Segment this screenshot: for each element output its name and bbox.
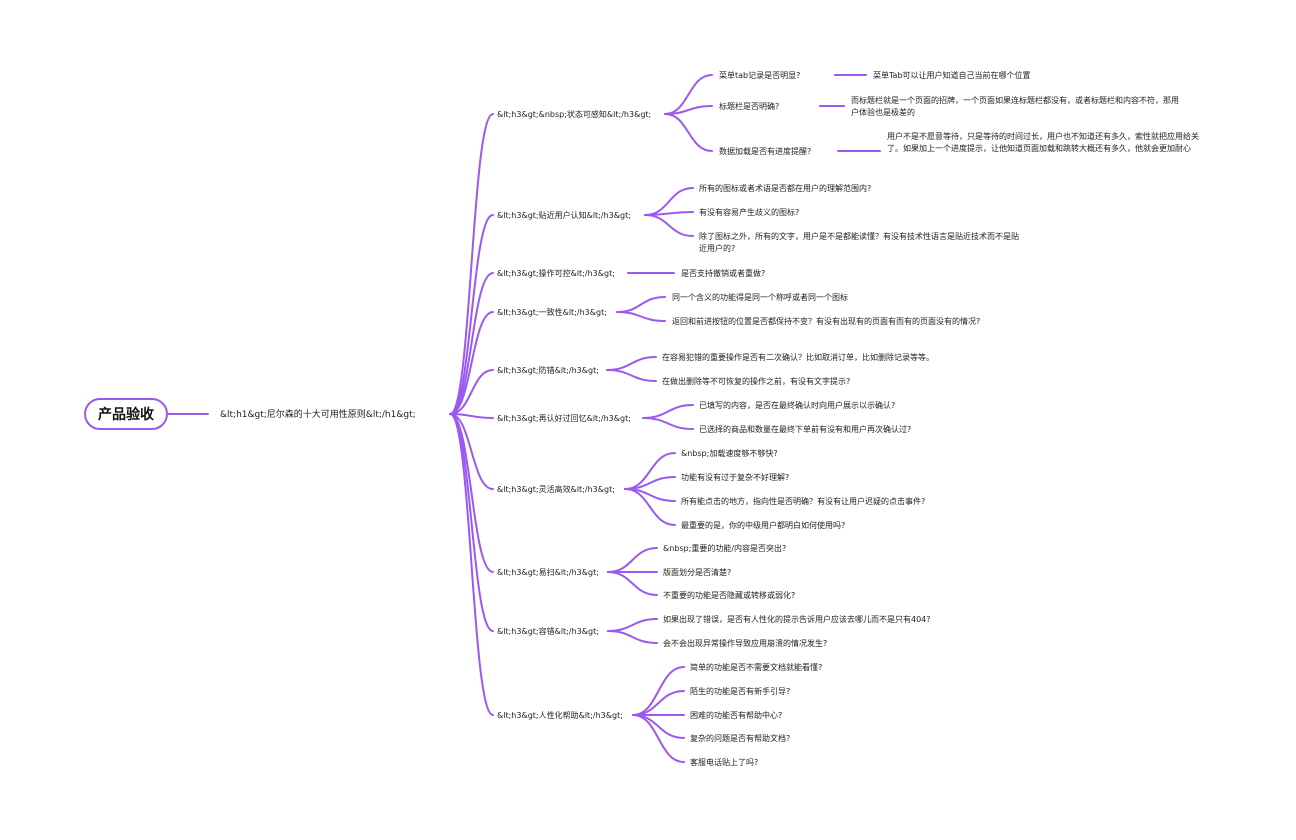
leaf-node[interactable]: 标题栏是否明确? [719,102,780,111]
leaf-node[interactable]: 在容易犯错的重要操作是否有二次确认？比如取消订单，比如删除记录等等。 [662,353,934,362]
child-connector [607,618,658,632]
hub-connector [449,272,494,415]
leaf-node[interactable]: 在做出删除等不可恢复的操作之前，有没有文字提示? [662,377,851,386]
branch-node[interactable]: &lt;h3&gt;操作可控&lt;/h3&gt; [497,269,615,278]
child-connector [664,105,713,115]
branch-node[interactable]: &lt;h3&gt;易扫&lt;/h3&gt; [497,568,599,577]
branch-node[interactable]: &lt;h3&gt;容错&lt;/h3&gt; [497,627,599,636]
leaf-node[interactable]: 已填写的内容，是否在最终确认时向用户展示以示确认? [699,401,896,410]
branch-node[interactable]: &lt;h3&gt;再认好过回忆&lt;/h3&gt; [497,414,631,423]
child-connector [616,296,666,313]
hub-connector [449,311,494,415]
child-connector [642,404,694,419]
branch-node[interactable]: &lt;h3&gt;灵活高效&lt;/h3&gt; [497,485,615,494]
child-connector [606,369,657,382]
leaf-node[interactable]: 菜单tab记录是否明显? [719,71,801,80]
leaf-node[interactable]: 版面划分是否清楚? [663,568,732,577]
hub-connector [449,214,494,415]
leaf-node[interactable]: 是否支持撤销或者重做? [681,269,766,278]
branch-node[interactable]: &lt;h3&gt;防错&lt;/h3&gt; [497,366,599,375]
hub-connector [449,413,494,419]
hub-connector [449,413,494,716]
hub-connector [449,413,494,490]
leaf-node[interactable]: 返回和前进按钮的位置是否都保持不变？有没有出现有的页面有而有的页面没有的情况? [672,317,981,326]
child-connector [632,690,685,716]
leaf-node[interactable]: 所有能点击的地方，指向性是否明确？有没有让用户迟疑的点击事件? [681,497,926,506]
child-connector [644,187,694,216]
leaf-node[interactable]: 所有的图标或者术语是否都在用户的理解范围内? [699,184,872,193]
child-connector [642,417,694,430]
child-connector [644,214,694,237]
hub-connector [449,369,494,415]
branch-node[interactable]: &lt;h3&gt;贴近用户认知&lt;/h3&gt; [497,211,631,220]
leaf-node[interactable]: 客服电话贴上了吗? [690,758,759,767]
child-connector [624,488,676,526]
hub-connector [449,413,494,632]
child-connector [664,74,713,115]
leaf-node[interactable]: 同一个含义的功能得是同一个称呼或者同一个图标 [672,293,848,302]
leaf-node[interactable]: 不重要的功能是否隐藏或转移或弱化? [663,591,796,600]
leaf-node[interactable]: 困难的功能否有帮助中心? [690,711,783,720]
leaf-node[interactable]: 功能有没有过于复杂不好理解? [681,473,790,482]
branch-node[interactable]: &lt;h3&gt;一致性&lt;/h3&gt; [497,308,607,317]
leaf-node[interactable]: 简单的功能是否不需要文档就能看懂? [690,663,823,672]
leaf-node[interactable]: &nbsp;重要的功能/内容是否突出? [663,544,787,553]
root-node[interactable]: 产品验收 [84,398,168,430]
child-connector [607,547,658,573]
child-connector [606,356,657,371]
hub-connector [449,413,494,573]
leaf-node[interactable]: 如果出现了错误，是否有人性化的提示告诉用户应该去哪儿而不是只有404? [663,615,931,624]
leaf-node[interactable]: 除了图标之外，所有的文字，用户是不是都能读懂？有没有技术性语言是贴近技术而不是贴… [699,232,1019,253]
hub-connector [449,113,494,415]
leaf-node[interactable]: 数据加载是否有进度提醒? [719,147,812,156]
h1-node[interactable]: &lt;h1&gt;尼尔森的十大可用性原则&lt;/h1&gt; [220,410,416,420]
leaf-node[interactable]: 最重要的是，你的中级用户都明白如何使用吗? [681,521,846,530]
child-connector [607,630,658,644]
leaf-node[interactable]: 会不会出现异常操作导致应用崩溃的情况发生? [663,639,828,648]
branch-node[interactable]: &lt;h3&gt;人性化帮助&lt;/h3&gt; [497,711,623,720]
child-connector [616,311,666,322]
child-connector [607,571,658,596]
leaf-node[interactable]: 陌生的功能是否有新手引导? [690,687,791,696]
leaf-node[interactable]: &nbsp;加载速度够不够快? [681,449,778,458]
leaf-note: 而标题栏就是一个页面的招牌，一个页面如果连标题栏都没有，或者标题栏和内容不符，那… [851,96,1179,117]
child-connector [632,714,685,739]
leaf-note: 菜单Tab可以让用户知道自己当前在哪个位置 [873,71,1031,80]
child-connector [632,714,685,763]
leaf-note: 用户不是不愿意等待，只是等待的时间过长，用户也不知道还有多久，索性就把应用给关了… [887,132,1199,153]
leaf-node[interactable]: 有没有容易产生歧义的图标? [699,208,800,217]
leaf-node[interactable]: 复杂的问题是否有帮助文档? [690,734,791,743]
child-connector [664,113,713,152]
leaf-node[interactable]: 已选择的商品和数量在最终下单前有没有和用户再次确认过? [699,425,912,434]
branch-node[interactable]: &lt;h3&gt;&nbsp;状态可感知&lt;/h3&gt; [497,110,652,119]
